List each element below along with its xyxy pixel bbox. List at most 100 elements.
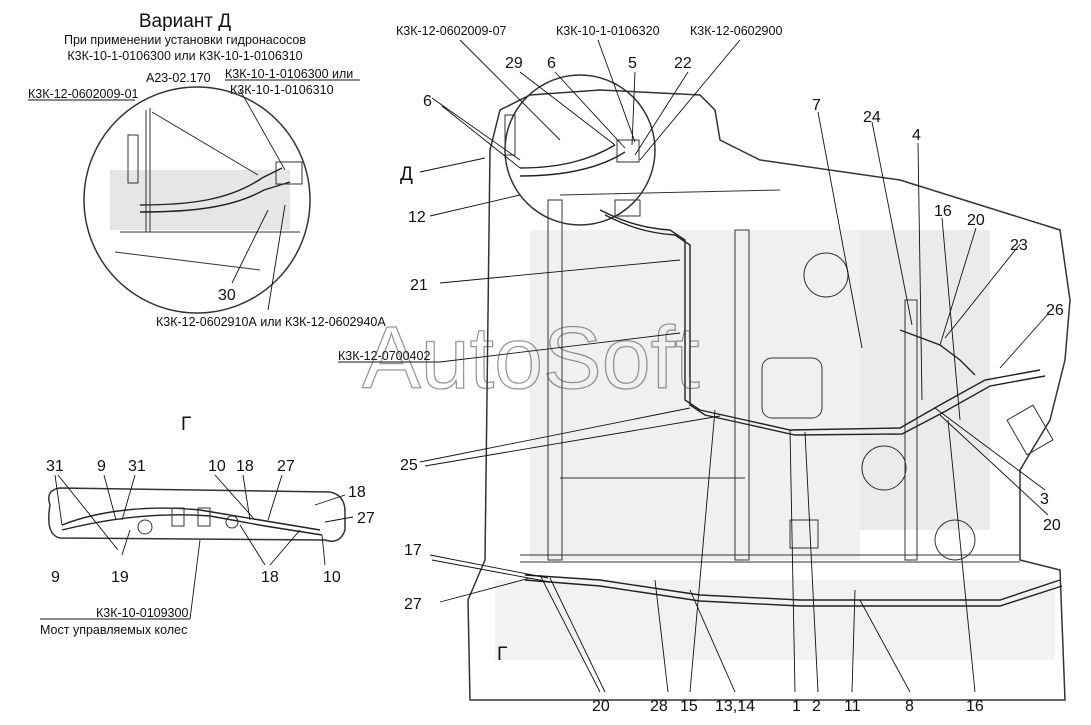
- num-22: 22: [674, 55, 692, 72]
- leader: [267, 204, 286, 311]
- detail-circle: [83, 86, 311, 314]
- variant-d-hose-code: К3К-12-0602009-01: [28, 87, 139, 101]
- code-0602900: К3К-12-0602900: [690, 24, 782, 38]
- frame-rail: [904, 299, 918, 561]
- detail-d-circle: [504, 74, 656, 226]
- code-0700402: К3К-12-0700402: [338, 349, 430, 363]
- variant-d-num-30: 30: [218, 287, 236, 304]
- variant-g-num-19: 19: [111, 569, 129, 586]
- variant-d-line1: При применении установки гидронасосов: [64, 33, 306, 47]
- frame-rail: [734, 229, 750, 561]
- main-leaders: [419, 39, 1049, 603]
- variant-g-num-18-bottom: 18: [261, 569, 279, 586]
- num-3: 3: [1040, 491, 1049, 508]
- leader: [231, 209, 269, 284]
- axle-leaders: [54, 474, 354, 566]
- axle-clamp: [171, 507, 185, 527]
- num-5: 5: [628, 55, 637, 72]
- num-6-left: 6: [423, 93, 432, 110]
- num-11: 11: [844, 698, 861, 715]
- bridge-name: Мост управляемых колес: [40, 623, 187, 637]
- hose: [519, 151, 626, 177]
- variant-d-a23-code: А23-02.170: [146, 71, 211, 85]
- leader: [189, 539, 201, 620]
- axle-bolt: [137, 519, 153, 535]
- variant-d-bottom-code: К3К-12-0602910А или К3К-12-0602940А: [156, 315, 386, 329]
- num-29: 29: [505, 55, 523, 72]
- axle-clamp: [197, 507, 211, 527]
- variant-d-inset: Вариант Д При применении установки гидро…: [28, 11, 386, 329]
- watermark: AutoSoft: [362, 308, 700, 407]
- num-25: 25: [400, 457, 418, 474]
- body-outline: [467, 89, 1071, 701]
- num-16-top: 16: [934, 203, 952, 220]
- num-20-right: 20: [1043, 517, 1061, 534]
- leader-lines: [114, 89, 300, 271]
- bottom-leaders: [539, 409, 976, 693]
- variant-g-num-27: 27: [277, 458, 295, 475]
- num-8: 8: [905, 698, 914, 715]
- num-20-top: 20: [967, 212, 985, 229]
- num-28: 28: [650, 698, 668, 715]
- variant-g-num-9: 9: [97, 458, 106, 475]
- axle-hose: [61, 507, 321, 531]
- num-20-bottom: 20: [592, 698, 610, 715]
- hose: [519, 144, 616, 169]
- num-26: 26: [1046, 302, 1064, 319]
- num-1: 1: [792, 698, 801, 715]
- hose: [899, 329, 976, 376]
- num-2: 2: [812, 698, 821, 715]
- num-15: 15: [680, 698, 698, 715]
- num-4: 4: [912, 127, 921, 144]
- variant-g-num-31b: 31: [128, 458, 146, 475]
- axle-hose: [61, 514, 323, 536]
- main-hose: [599, 209, 1041, 431]
- bracket: [127, 134, 139, 184]
- bracket: [504, 114, 516, 156]
- leader: [419, 157, 486, 173]
- variant-g-num-18-right: 18: [348, 484, 366, 501]
- pump-fitting: [275, 161, 303, 185]
- num-13-14: 13,14: [715, 698, 755, 715]
- variant-g-num-10-bottom: 10: [323, 569, 341, 586]
- num-6: 6: [547, 55, 556, 72]
- chassis-shading: [860, 230, 990, 530]
- leader: [439, 332, 681, 363]
- wheel-hub: [934, 519, 976, 561]
- wheel-hub: [861, 445, 907, 491]
- variant-g-num-10: 10: [208, 458, 226, 475]
- variant-d-pump-code-a: К3К-10-1-0106300 или: [225, 67, 353, 81]
- hose: [139, 167, 283, 206]
- axle-outline: [48, 487, 346, 542]
- num-23: 23: [1010, 237, 1028, 254]
- variant-g-num-18: 18: [236, 458, 254, 475]
- bracket: [789, 519, 819, 549]
- axle-bolt: [225, 515, 239, 529]
- filter: [614, 199, 641, 217]
- variant-d-pump-code-b: К3К-10-1-0106310: [230, 83, 334, 97]
- view-g-label: Г: [497, 644, 507, 665]
- cross-member: [559, 189, 781, 196]
- variant-g-inset: Г 31 9 31 10 18 27 18 27 9 19 18 10 К3К-…: [40, 414, 375, 637]
- num-12: 12: [408, 209, 426, 226]
- rear-hose: [524, 574, 1061, 601]
- variant-g-num-27-right: 27: [357, 510, 375, 527]
- hose: [139, 181, 291, 213]
- variant-g-num-9-bottom: 9: [51, 569, 60, 586]
- num-27: 27: [404, 596, 422, 613]
- variant-g-letter: Г: [181, 414, 191, 435]
- frame-rail: [547, 199, 563, 561]
- chassis-shading: [495, 580, 1055, 660]
- main-chassis-view: К3К-12-0602009-07 К3К-10-1-0106320 К3К-1…: [338, 24, 1071, 715]
- pump-fitting: [616, 139, 640, 163]
- tank: [761, 357, 823, 419]
- variant-d-title: Вариант Д: [139, 11, 231, 32]
- rear-hose: [524, 579, 1063, 607]
- num-16-bottom: 16: [966, 698, 984, 715]
- main-hose: [604, 214, 1046, 436]
- bridge-code: К3К-10-0109300: [96, 606, 188, 620]
- view-d-label: Д: [400, 164, 413, 185]
- variant-g-num-31a: 31: [46, 458, 64, 475]
- num-21: 21: [410, 277, 428, 294]
